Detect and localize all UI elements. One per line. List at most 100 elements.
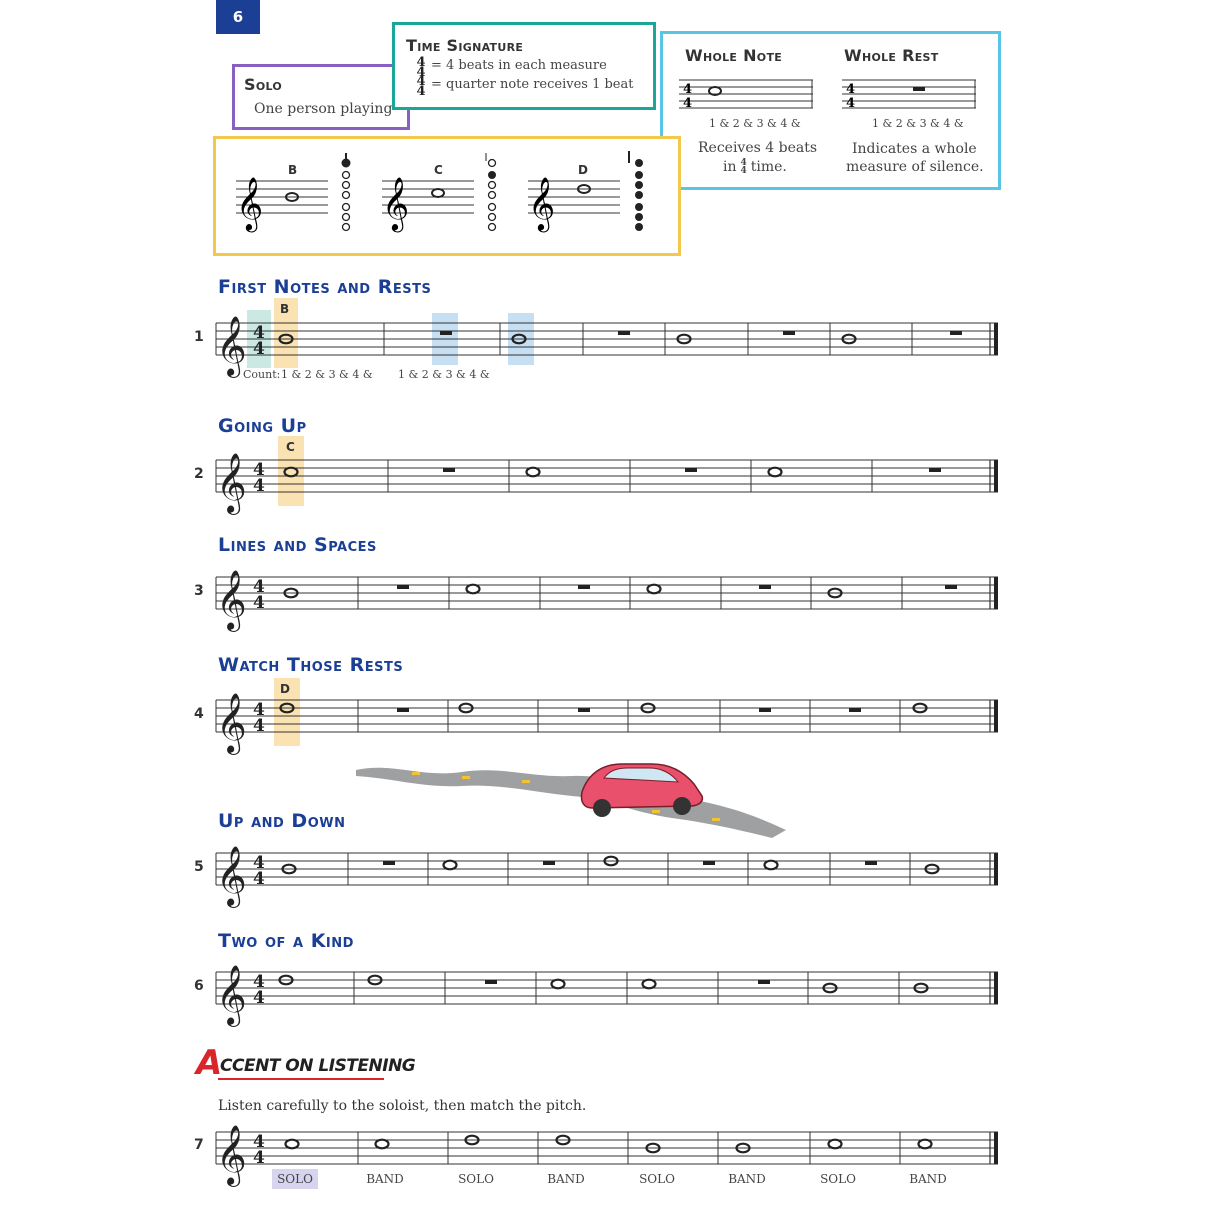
fingering-label-b: B — [288, 163, 298, 177]
whole-note — [281, 863, 297, 875]
exercise-1-note-label: B — [280, 302, 290, 316]
whole-note — [912, 702, 928, 714]
time-sig-top: 4 — [253, 323, 265, 343]
time-sig-bottom: 4 — [253, 869, 265, 889]
whole-note — [827, 1138, 843, 1150]
fingering-c: 𝄞 — [382, 153, 497, 232]
whole-note — [917, 1138, 933, 1150]
whole-rest — [440, 331, 452, 335]
exercise-6-title: Two of a Kind — [218, 930, 354, 952]
time-sig-bottom: 4 — [253, 1148, 265, 1168]
whole-note — [458, 702, 474, 714]
whole-note — [767, 466, 783, 478]
whole-note — [284, 1138, 300, 1150]
whole-note — [465, 583, 481, 595]
ts-line-1: = 4 beats in each measure — [431, 58, 607, 73]
accent-big-letter: A — [196, 1043, 223, 1083]
whole-note — [735, 1142, 751, 1154]
whole-note — [511, 333, 527, 345]
svg-text:4: 4 — [683, 96, 692, 111]
whole-note — [525, 466, 541, 478]
solo-box: Solo One person playing — [232, 64, 410, 130]
page-number: 6 — [216, 0, 260, 34]
inline-ts-den: 4 — [740, 166, 747, 176]
whole-note — [367, 974, 383, 986]
whole-note — [374, 1138, 390, 1150]
ex7-label-5: SOLO — [639, 1172, 675, 1186]
ex7-label-7: SOLO — [820, 1172, 856, 1186]
time-signature-title: Time Signature — [406, 36, 524, 55]
car-road-illustration — [356, 763, 786, 838]
whole-note — [641, 978, 657, 990]
treble-clef-icon: 𝄞 — [216, 965, 247, 1027]
staff-5-final-thick — [994, 853, 998, 885]
whole-note — [278, 974, 294, 986]
ts-denominator: 4 — [416, 65, 426, 80]
whole-note-desc-in: in — [723, 159, 737, 175]
whole-rest-title: Whole Rest — [844, 46, 939, 65]
whole-note-desc-time: time. — [750, 159, 787, 175]
whole-note — [763, 859, 779, 871]
whole-rest-count: 1 & 2 & 3 & 4 & — [872, 117, 964, 130]
svg-text:4: 4 — [683, 82, 692, 97]
whole-note-staff: 44 — [679, 79, 813, 111]
inline-ts-num: 4 — [740, 158, 747, 168]
solo-text: One person playing — [254, 101, 393, 117]
whole-rest — [397, 585, 409, 589]
whole-rest — [685, 468, 697, 472]
solo-highlight — [272, 1169, 318, 1189]
treble-clef-icon: 𝄞 — [216, 1125, 247, 1187]
whole-note — [283, 466, 299, 478]
svg-text:𝄞: 𝄞 — [236, 176, 263, 232]
time-sig-top: 4 — [253, 853, 265, 873]
ex7-label-4: BAND — [547, 1172, 585, 1186]
exercise-6-number: 6 — [194, 978, 204, 994]
ex7-label-8: BAND — [909, 1172, 947, 1186]
time-sig-top: 4 — [253, 460, 265, 480]
svg-text:𝄞: 𝄞 — [382, 176, 409, 232]
highlight-note-b — [274, 298, 298, 368]
time-sig-bottom: 4 — [253, 988, 265, 1008]
whole-rest-desc-2: measure of silence. — [846, 159, 984, 175]
accent-title: CCENT ON LISTENING — [220, 1056, 416, 1076]
whole-rest-desc-1: Indicates a whole — [852, 141, 977, 157]
whole-rest — [758, 980, 770, 984]
staff-4-final-thick — [994, 700, 998, 732]
fingering-b: 𝄞 — [236, 153, 351, 232]
treble-clef-icon: 𝄞 — [216, 453, 247, 515]
whole-note — [822, 982, 838, 994]
exercise-5-title: Up and Down — [218, 810, 346, 832]
exercise-2-title: Going Up — [218, 415, 307, 437]
whole-rest — [383, 861, 395, 865]
whole-rest — [578, 708, 590, 712]
treble-clef-icon: 𝄞 — [216, 570, 247, 632]
whole-note — [464, 1134, 480, 1146]
fingering-label-d: D — [578, 163, 588, 177]
whole-rest — [849, 708, 861, 712]
exercise-7-number: 7 — [194, 1137, 204, 1153]
ts-denominator-2: 4 — [416, 84, 426, 99]
staff-3-final-thick — [994, 577, 998, 609]
accent-underline — [218, 1078, 384, 1080]
time-sig-top: 4 — [253, 700, 265, 720]
exercise-5-number: 5 — [194, 859, 204, 875]
svg-text:4: 4 — [846, 96, 855, 111]
whole-rest — [783, 331, 795, 335]
whole-note — [603, 855, 619, 867]
treble-clef-icon: 𝄞 — [216, 846, 247, 908]
exercise-4-note-label: D — [280, 682, 290, 696]
whole-note-desc-1: Receives 4 beats — [698, 140, 818, 156]
whole-rest — [865, 861, 877, 865]
whole-note — [924, 863, 940, 875]
time-sig-bottom: 4 — [253, 716, 265, 736]
whole-note — [283, 587, 299, 599]
whole-rest — [397, 708, 409, 712]
ex7-label-3: SOLO — [458, 1172, 494, 1186]
whole-note — [913, 982, 929, 994]
time-sig-top: 4 — [253, 1132, 265, 1152]
whole-note — [841, 333, 857, 345]
ts-numerator: 4 — [416, 55, 426, 70]
accent-instruction: Listen carefully to the soloist, then ma… — [218, 1098, 587, 1114]
